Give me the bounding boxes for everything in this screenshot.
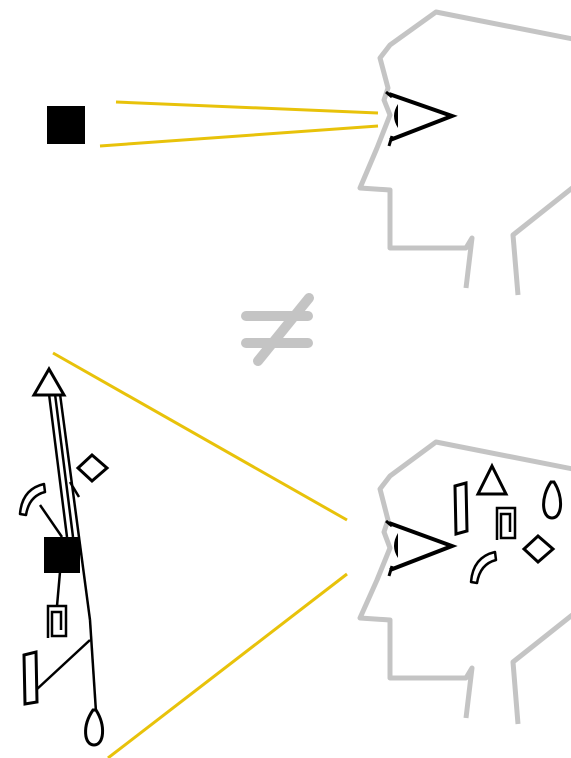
triangle-icon-left [34,369,64,395]
paperclip-icon-head [497,508,515,540]
sight-line-lower-top [100,126,378,146]
object-square-top [47,106,85,144]
object-square-bottom [44,537,80,573]
bottom-panel [20,353,571,758]
bar-icon-head [455,483,467,534]
diamond-icon-head [524,536,553,562]
paperclip-icon-left [48,606,66,638]
head-outline-top [360,12,571,295]
sight-line-upper-bottom [53,353,347,520]
triangle-icon-head [478,466,506,494]
head-profile-top [360,12,571,288]
not-equal-sign [246,298,309,361]
eye-icon-bottom [386,521,452,576]
drop-icon-head [544,482,561,518]
head-back-top [513,185,571,295]
crescent-icon-head [471,552,496,583]
sight-line-lower-bottom [108,574,347,758]
diamond-icon-left [78,455,107,481]
drop-icon-left [86,710,103,745]
top-panel [47,12,571,295]
eye-icon-top [386,92,452,146]
crescent-icon-left [20,484,45,515]
bar-icon-left [24,652,37,704]
sight-line-upper-top [116,102,378,113]
head-back-bottom [513,612,571,724]
